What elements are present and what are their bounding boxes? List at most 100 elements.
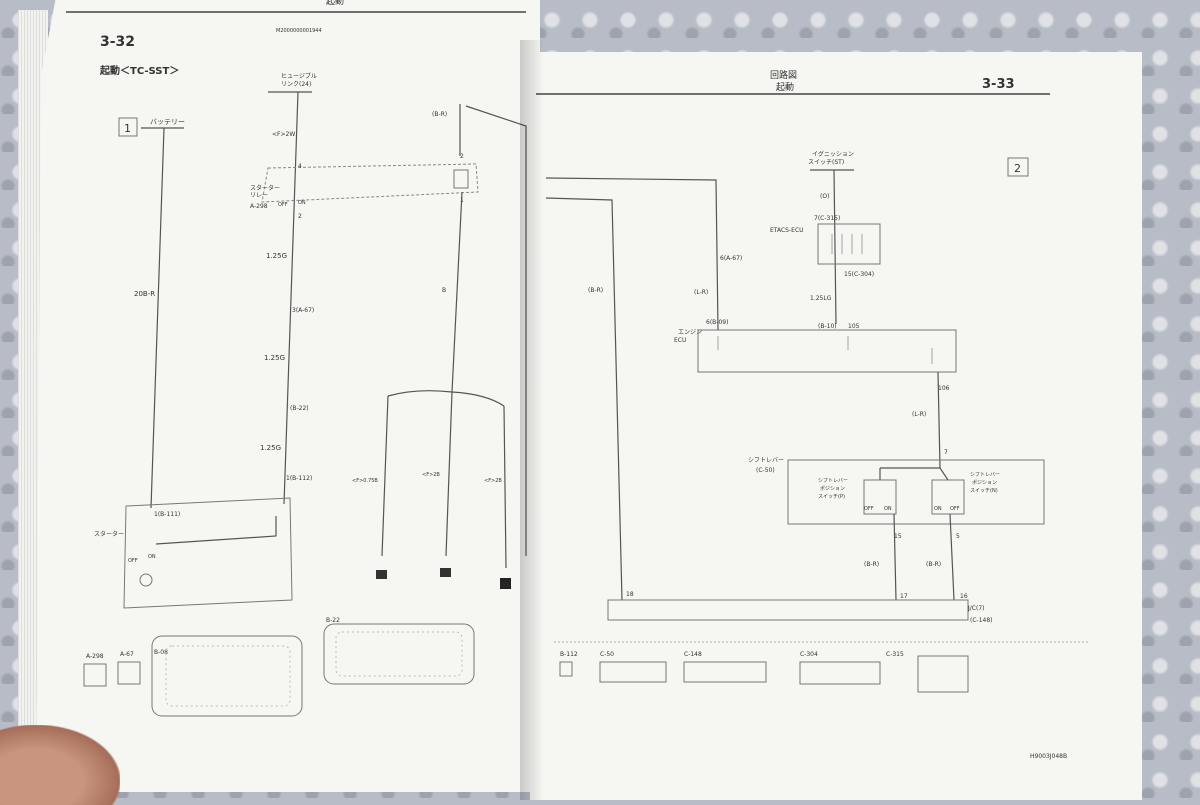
right-diagram-id: 2: [1014, 162, 1021, 175]
label-conn-b10: (B-10): [818, 323, 837, 330]
ground-branch-wire: [387, 390, 505, 407]
ground-symbol-1-text: G0: [377, 573, 386, 580]
label-wire-b-r-2: (B-R): [864, 561, 879, 568]
label-jc7: J/C(7): [967, 605, 984, 612]
left-diagram-id: 1: [124, 122, 131, 135]
conn-preview-a298: [83, 663, 107, 687]
conn-preview-c50: [599, 661, 667, 683]
left-page-number: 3-32: [100, 34, 135, 50]
label-wire-1-25g-c: 1.25G: [260, 444, 281, 452]
ground-wire-1: [381, 395, 389, 557]
right-page: 回路図 起動 3-33 2 イグニッション スイッチ(ST) (O) 7(C-3…: [530, 52, 1142, 800]
left-section-title: 起動＜TC-SST＞: [99, 64, 179, 77]
ground-symbol-3-text: G2: [501, 582, 510, 589]
label-conn-b111: 1(B-111): [154, 511, 180, 518]
label-fusible-link-2: リンク(24): [281, 81, 311, 88]
wire-b-r-left-page: [459, 104, 527, 556]
label-conn-a67-right: 6(A-67): [720, 255, 742, 262]
label-conn-b112: 1(B-112): [286, 475, 312, 482]
conn-preview-b22-label: B-22: [326, 617, 340, 624]
etacs-internal: [831, 234, 863, 254]
jc7-box: [607, 599, 969, 621]
shift-internal-wires: [879, 467, 949, 481]
relay-off-label: OFF: [278, 202, 288, 208]
etacs-ecu-box: [817, 223, 881, 265]
label-connector-a298: A-298: [250, 203, 268, 210]
wire-ignition-down: [833, 169, 837, 325]
right-header-title: 回路図: [770, 69, 797, 81]
conn-preview-b08-label: B-08: [154, 649, 168, 656]
conn-preview-b08-pins: [165, 645, 291, 707]
label-shift-lever: シフトレバー: [748, 457, 784, 464]
wire-fusible-to-starter: [283, 91, 299, 505]
relay-on-label: ON: [298, 200, 306, 206]
right-diagram-id-box: [1007, 157, 1029, 177]
label-wire-f-2b-b: <F>2B: [484, 478, 502, 484]
label-wire-b-r-3: (B-R): [926, 561, 941, 568]
conn-preview-c315-label: C-315: [886, 651, 904, 658]
label-conn-c50: (C-50): [756, 467, 775, 474]
wire-battery-to-starter: [150, 127, 165, 509]
label-wire-1-25lg: 1.25LG: [810, 295, 832, 302]
ground-wire-3: [503, 405, 507, 569]
label-conn-c148: (C-148): [970, 617, 993, 624]
label-fusible-link-1: ヒュージブル: [281, 72, 317, 80]
wire-pin-5: [949, 513, 955, 601]
label-wire-1-25g-b: 1.25G: [264, 354, 285, 362]
label-wire-f-075b: <F>0.75B: [352, 478, 378, 484]
wire-l-r-top: [545, 177, 719, 331]
label-wire-b: B: [442, 287, 446, 294]
wire-b-down: [451, 191, 463, 393]
starter-internal-wire: [155, 516, 277, 545]
label-conn-b09: 6(B-09): [706, 319, 728, 326]
left-page: 起動 3-32 M2000000001944 起動＜TC-SST＞ 1 バッテリ…: [36, 0, 540, 792]
conn-preview-b08: [151, 635, 303, 717]
shift-n-off: OFF: [950, 506, 960, 512]
ground-symbol-2: [440, 568, 451, 577]
shift-lever-box: [787, 459, 1045, 525]
right-wiring-diagram: 回路図 起動 3-33 2 イグニッション スイッチ(ST) (O) 7(C-3…: [536, 69, 1090, 760]
shift-n-on: ON: [934, 506, 942, 512]
conn-preview-b112: [559, 661, 573, 677]
wire-106-down: [937, 371, 941, 469]
conn-preview-c304-label: C-304: [800, 651, 818, 658]
conn-preview-c304: [799, 661, 881, 685]
starter-relay-box: [261, 163, 479, 203]
starter-motor-symbol: [139, 573, 153, 587]
label-pin-105: 105: [848, 323, 860, 330]
conn-preview-b22-pins: [335, 631, 463, 677]
conn-preview-b112-label: B-112: [560, 651, 578, 658]
starter-box: [123, 497, 293, 609]
label-pin-16: 16: [960, 593, 968, 600]
relay-pin-2: 2: [298, 213, 302, 220]
conn-preview-b22: [323, 623, 475, 685]
conn-preview-c148: [683, 661, 767, 683]
label-wire-f-2b: <F>2B: [422, 472, 440, 478]
relay-coil: [453, 169, 469, 189]
conn-preview-a67-label: A-67: [120, 651, 134, 658]
label-pin-7: 7: [944, 449, 948, 456]
left-doc-code: M2000000001944: [276, 28, 322, 34]
right-header-subtitle: 起動: [776, 82, 794, 93]
label-wire-l-r-2: (L-R): [912, 411, 926, 418]
label-starter: スターター: [94, 530, 124, 538]
label-shift-p-2: ポジション: [820, 485, 845, 492]
shift-p-off: OFF: [864, 506, 874, 512]
label-conn-c315: 7(C-315): [814, 215, 840, 222]
left-header-title: 起動: [326, 0, 344, 7]
label-wire-f2w: <F>2W: [272, 131, 295, 138]
engine-ecu-box: [697, 329, 957, 373]
label-shift-n-2: ポジション: [972, 479, 997, 486]
label-pin-5: 5: [956, 533, 960, 540]
conn-preview-c315: [917, 655, 969, 693]
label-wire-b-r-right: (B-R): [588, 287, 603, 294]
starter-on-label: ON: [148, 554, 156, 560]
label-ignition-switch-2: スイッチ(ST): [808, 159, 844, 166]
label-conn-b22: (B-22): [290, 405, 309, 412]
relay-pin-4: 4: [298, 163, 302, 170]
figure-code: H9003J048B: [1030, 753, 1067, 760]
left-diagram-id-box: [118, 117, 138, 137]
label-shift-p-3: スイッチ(P): [818, 494, 845, 500]
finger-holding-page: [0, 725, 120, 805]
label-conn-a67: 3(A-67): [292, 307, 314, 314]
